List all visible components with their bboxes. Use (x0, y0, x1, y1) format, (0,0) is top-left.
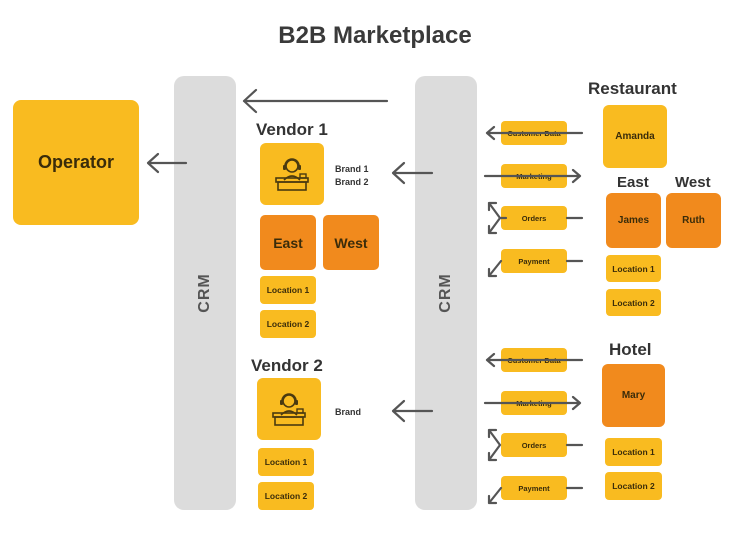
flow-top-payment-label: Payment (518, 256, 550, 266)
flow-top-orders-label: Orders (521, 213, 547, 223)
vendor1-west-box: West (323, 215, 379, 270)
restaurant-person-ruth-label: Ruth (682, 215, 705, 226)
vendor2-location-1-label: Location 1 (264, 457, 308, 467)
restaurant-person-james: James (606, 193, 661, 248)
hotel-person-mary: Mary (602, 364, 665, 427)
arrow-orders-top (487, 201, 584, 235)
vendor2-brand: Brand (335, 407, 362, 417)
vendor2-location-2: Location 2 (258, 482, 314, 510)
restaurant-east-title: East (617, 174, 649, 191)
flow-bottom-orders: Orders (501, 433, 567, 457)
restaurant-location-2: Location 2 (606, 289, 661, 316)
flow-top-payment: Payment (501, 249, 567, 273)
hotel-location-2-label: Location 2 (612, 481, 655, 491)
flow-bottom-payment: Payment (501, 476, 567, 500)
flow-bottom-orders-label: Orders (521, 440, 547, 450)
vendor1-brand-1: Brand 1 (335, 164, 369, 174)
diagram-title: B2B Marketplace (278, 22, 472, 49)
hotel-title: Hotel (609, 340, 652, 359)
hotel-location-1-label: Location 1 (612, 447, 655, 457)
arrow-orders-bottom (487, 428, 584, 462)
restaurant-person-amanda: Amanda (603, 105, 667, 168)
arrow-customer-data-bottom (485, 352, 584, 368)
vendor1-west-label: West (334, 234, 368, 251)
arrow-marketing-bottom (483, 395, 582, 411)
crm-left-column: CRM (174, 76, 236, 510)
arrow-payment-bottom (487, 486, 584, 505)
vendor1-location-1-label: Location 1 (266, 285, 310, 295)
restaurant-person-ruth: Ruth (666, 193, 721, 248)
vendor1-location-2: Location 2 (260, 310, 316, 338)
restaurant-title: Restaurant (588, 79, 677, 98)
arrow-to-crm-left (242, 88, 389, 114)
flow-bottom-payment-label: Payment (518, 483, 550, 493)
restaurant-west-title: West (675, 174, 711, 191)
vendor2-title: Vendor 2 (251, 356, 323, 375)
arrow-marketing-top (483, 168, 582, 184)
crm-right-column: CRM (415, 76, 477, 510)
hotel-person-mary-label: Mary (621, 390, 646, 401)
vendor1-brands: Brand 1 Brand 2 (335, 163, 369, 189)
vendor1-east-label: East (273, 234, 303, 251)
arrow-to-vendor1 (391, 161, 434, 185)
operator-box: Operator (13, 100, 139, 225)
vendor1-east-box: East (260, 215, 316, 270)
arrow-to-vendor2 (391, 399, 434, 423)
restaurant-person-amanda-label: Amanda (615, 131, 655, 142)
restaurant-location-1-label: Location 1 (612, 263, 655, 274)
hotel-location-1: Location 1 (605, 438, 662, 466)
hotel-location-2: Location 2 (605, 472, 662, 500)
arrow-customer-data-top (485, 125, 584, 141)
restaurant-location-2-label: Location 2 (612, 297, 655, 308)
flow-top-orders: Orders (501, 206, 567, 230)
restaurant-person-james-label: James (617, 215, 650, 226)
vendor-desk-icon (275, 158, 309, 191)
vendor2-location-2-label: Location 2 (264, 491, 308, 501)
vendor1-location-2-label: Location 2 (266, 319, 310, 329)
vendor-desk-icon (272, 393, 306, 426)
arrow-payment-top (487, 259, 584, 278)
restaurant-location-1: Location 1 (606, 255, 661, 282)
vendor1-location-1: Location 1 (260, 276, 316, 304)
vendor2-location-1: Location 1 (258, 448, 314, 476)
vendor1-brand-2: Brand 2 (335, 177, 369, 187)
vendor1-title: Vendor 1 (256, 120, 328, 139)
vendor2-icon-box (257, 378, 321, 440)
vendor1-icon-box (260, 143, 324, 205)
arrow-to-operator (146, 152, 188, 174)
operator-label: Operator (37, 152, 115, 172)
